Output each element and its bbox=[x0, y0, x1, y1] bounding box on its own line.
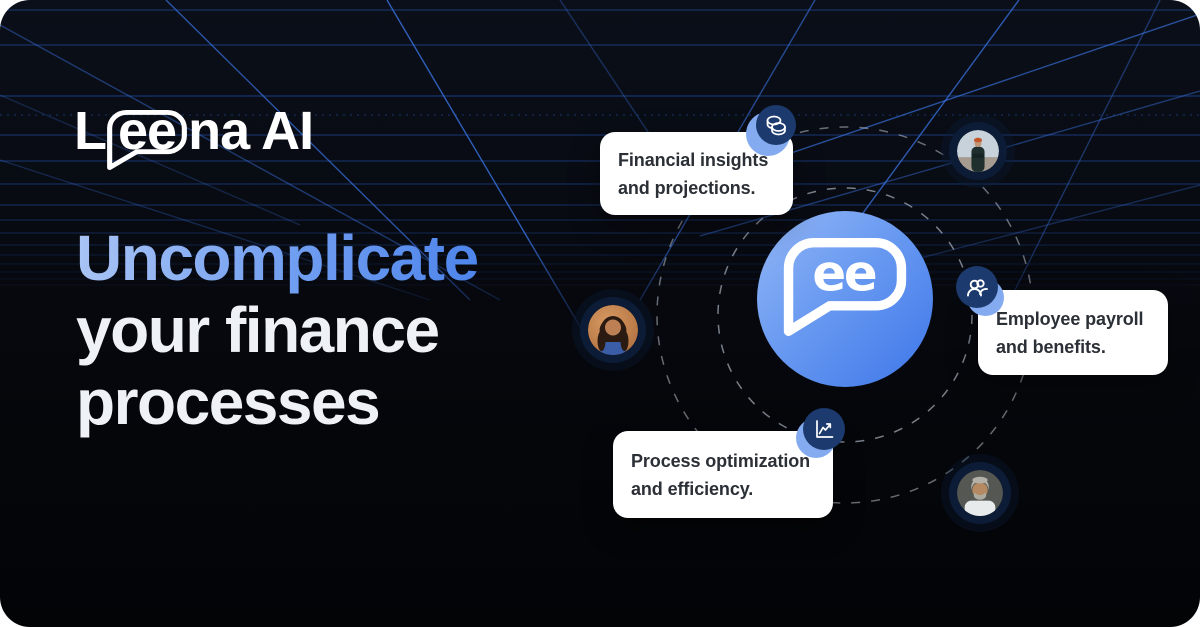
card-employee: Employee payroll and benefits. bbox=[978, 290, 1168, 375]
avatar-woman bbox=[588, 305, 638, 355]
card-financial-line2: and projections. bbox=[618, 177, 756, 198]
logo-speech-bubble-icon bbox=[107, 110, 187, 170]
logo-bubble-group: ee bbox=[107, 104, 187, 170]
leena-ai-logo: L ee na AI bbox=[74, 101, 314, 170]
coins-icon bbox=[766, 115, 786, 136]
headline-line2: your finance bbox=[76, 294, 440, 366]
headline-line3: processes bbox=[76, 366, 381, 438]
card-employee-line2: and benefits. bbox=[996, 336, 1106, 357]
headline: Uncomplicate your finance processes bbox=[76, 222, 479, 438]
coins-badge bbox=[756, 105, 796, 145]
chart-badge bbox=[803, 408, 845, 450]
card-employee-line1: Employee payroll bbox=[996, 308, 1144, 329]
avatar-man-gray-hair bbox=[957, 470, 1003, 516]
headline-accent-line: Uncomplicate bbox=[76, 222, 479, 294]
card-process-line2: and efficiency. bbox=[631, 478, 754, 499]
leena-ee-logo-icon: ee bbox=[783, 238, 907, 336]
people-badge bbox=[956, 266, 998, 308]
people-icon bbox=[967, 279, 988, 297]
card-process-line1: Process optimization bbox=[631, 450, 811, 471]
logo-suffix: na AI bbox=[188, 101, 314, 161]
center-logo-text: ee bbox=[812, 244, 876, 302]
chart-line-icon bbox=[816, 420, 834, 438]
avatar-man-beanie bbox=[957, 130, 999, 172]
ai-assistant-bubble: ee bbox=[757, 211, 933, 387]
card-financial-line1: Financial insights bbox=[618, 149, 769, 170]
logo-letter-l: L bbox=[74, 101, 107, 161]
